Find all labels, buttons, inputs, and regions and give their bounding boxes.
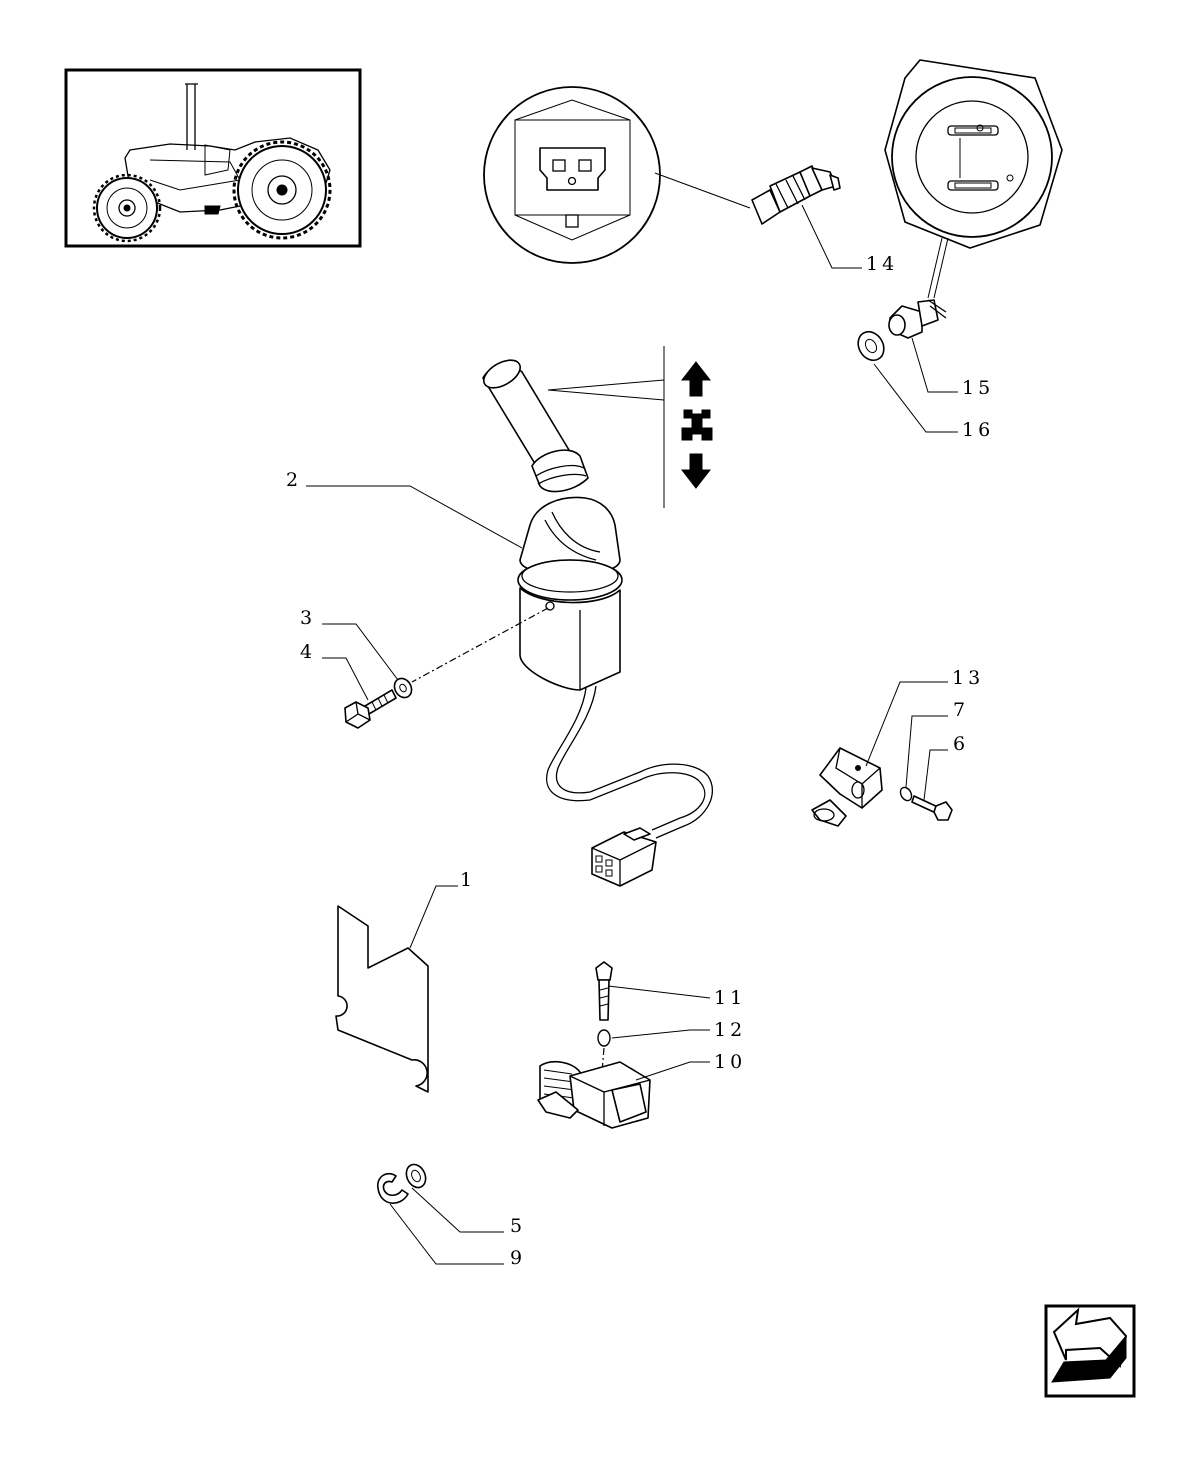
callout-9: 9 — [510, 1247, 526, 1269]
callout-4: 4 — [300, 641, 316, 663]
callout-1: 1 — [460, 869, 476, 891]
callout-10: 10 — [714, 1051, 746, 1073]
callout-11: 11 — [714, 987, 746, 1009]
callout-12: 12 — [714, 1019, 746, 1041]
bracket-assembly — [811, 681, 953, 827]
callout-7: 7 — [953, 699, 969, 721]
callout-15: 15 — [962, 377, 994, 399]
callout-3: 3 — [300, 607, 316, 629]
part-15-detail — [857, 59, 1063, 433]
tractor-thumbnail-icon — [64, 68, 362, 248]
part-14-detail — [483, 86, 862, 269]
callout-13: 13 — [952, 667, 984, 689]
callout-14: 14 — [866, 253, 898, 275]
forward-reverse-arrows-icon — [547, 346, 713, 508]
callout-2: 2 — [286, 469, 302, 491]
cover-plate — [335, 885, 458, 1093]
joystick-assembly — [306, 359, 713, 887]
callout-6: 6 — [953, 733, 969, 755]
previous-page-arrow-icon[interactable] — [1044, 1304, 1136, 1398]
callout-5: 5 — [510, 1215, 526, 1237]
bolt-and-washer — [322, 623, 413, 729]
retaining-rings — [377, 1163, 504, 1265]
callout-16: 16 — [962, 419, 994, 441]
sensor-assembly — [537, 961, 711, 1129]
